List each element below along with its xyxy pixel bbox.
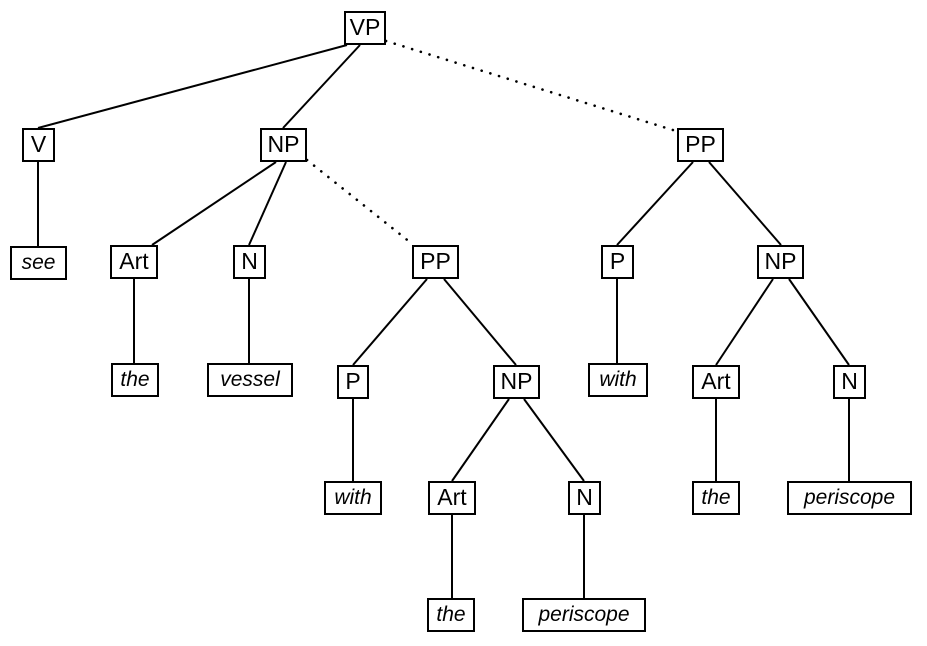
- tree-edge-pp_mid-to-np_mid: [443, 278, 517, 366]
- node-label: Art: [119, 247, 149, 274]
- tree-category-node-pp_right: PP: [677, 128, 724, 162]
- tree-category-node-v: V: [22, 128, 55, 162]
- tree-edge-vp-to-pp_right: [384, 39, 678, 133]
- node-label: with: [334, 485, 372, 509]
- tree-category-node-np_mid: NP: [493, 365, 540, 399]
- tree-edge-np1-to-n1: [248, 161, 287, 246]
- node-label: VP: [349, 13, 381, 40]
- node-label: the: [701, 485, 731, 509]
- node-label: N: [576, 483, 593, 510]
- node-label: periscope: [538, 602, 630, 626]
- tree-leaf-node-with_mid: with: [324, 481, 382, 515]
- tree-edge-pp_right-to-np_right: [708, 161, 782, 246]
- tree-edge-vp-to-v: [37, 44, 348, 129]
- node-label: PP: [685, 130, 716, 157]
- node-label: P: [609, 247, 626, 274]
- tree-category-node-art_mid: Art: [428, 481, 476, 515]
- tree-leaf-node-the_right: the: [692, 481, 740, 515]
- node-label: see: [21, 250, 56, 274]
- tree-edge-np1-to-pp_mid: [305, 158, 413, 245]
- tree-leaf-node-periscope_r: periscope: [787, 481, 912, 515]
- tree-edge-np_right-to-n_right: [788, 278, 850, 366]
- tree-edge-np_right-to-art_right: [715, 278, 774, 366]
- node-label: V: [30, 130, 47, 157]
- tree-category-node-art_right: Art: [692, 365, 740, 399]
- node-label: NP: [267, 130, 300, 157]
- node-label: vessel: [220, 367, 280, 391]
- tree-leaf-node-with_right: with: [588, 363, 648, 397]
- tree-leaf-node-see: see: [10, 246, 67, 280]
- node-label: the: [120, 367, 150, 391]
- tree-category-node-art1: Art: [110, 245, 158, 279]
- tree-category-node-np1: NP: [260, 128, 307, 162]
- node-label: with: [599, 367, 637, 391]
- tree-edge-pp_right-to-p_right: [616, 161, 694, 246]
- tree-category-node-p_right: P: [601, 245, 634, 279]
- tree-leaf-node-vessel: vessel: [207, 363, 293, 397]
- tree-edge-np_mid-to-art_mid: [451, 398, 510, 482]
- node-label: NP: [500, 367, 533, 394]
- tree-leaf-node-the1: the: [111, 363, 159, 397]
- tree-category-node-n_mid: N: [568, 481, 601, 515]
- node-label: the: [436, 602, 466, 626]
- node-label: Art: [437, 483, 467, 510]
- node-label: PP: [420, 247, 451, 274]
- node-label: N: [241, 247, 258, 274]
- tree-category-node-n_right: N: [833, 365, 866, 399]
- node-label: N: [841, 367, 858, 394]
- tree-category-node-pp_mid: PP: [412, 245, 459, 279]
- tree-edge-np_mid-to-n_mid: [523, 398, 585, 482]
- tree-category-node-p_mid: P: [337, 365, 369, 399]
- tree-edge-pp_mid-to-p_mid: [352, 278, 428, 366]
- tree-category-node-np_right: NP: [757, 245, 804, 279]
- node-label: NP: [764, 247, 797, 274]
- node-label: periscope: [803, 485, 896, 509]
- tree-leaf-node-the_mid: the: [427, 598, 475, 632]
- node-label: Art: [701, 367, 731, 394]
- tree-category-node-n1: N: [233, 245, 266, 279]
- tree-category-node-vp: VP: [344, 11, 386, 45]
- node-label: P: [345, 367, 361, 394]
- tree-edge-np1-to-art1: [151, 161, 277, 246]
- tree-edge-vp-to-np1: [282, 44, 361, 129]
- tree-leaf-node-periscope_m: periscope: [522, 598, 646, 632]
